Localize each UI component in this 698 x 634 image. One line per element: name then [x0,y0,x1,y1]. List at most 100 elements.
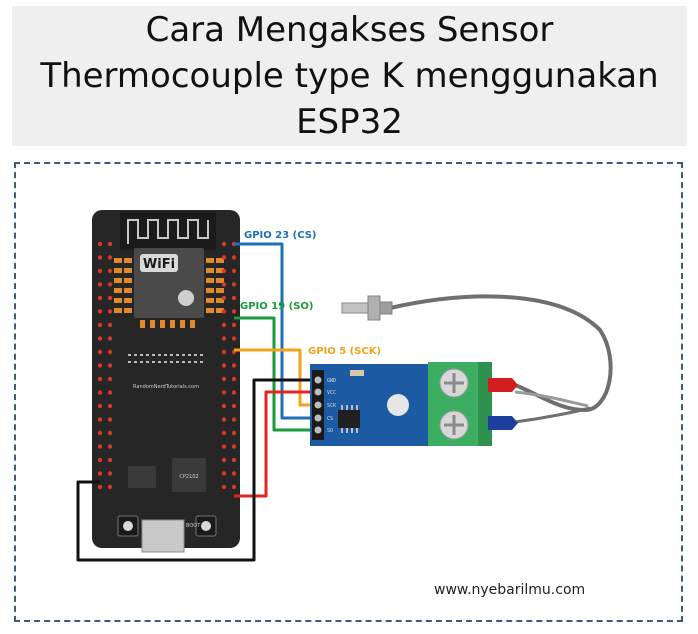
header-pin [97,241,103,247]
header-pin [231,295,237,301]
module-pads [114,258,224,328]
header-pin [221,430,227,436]
header-pin [221,255,227,260]
gpio23-label: GPIO 23 (CS) [244,230,317,241]
gpio5-label: GPIO 5 (SCK) [308,346,381,357]
header-pin [221,417,227,422]
header-pin [221,241,227,247]
boot-label: BOOT [186,523,201,529]
header-pin [107,336,113,341]
title-banner: Cara Mengakses Sensor Thermocouple type … [12,6,687,146]
module-pin-vcc: VCC [327,390,336,396]
header-pin [221,444,227,449]
header-pin [97,322,103,328]
wires [76,242,318,562]
header-pin [231,255,237,260]
header-pin [231,430,237,436]
header-pin [107,471,113,476]
blue-lead [488,416,518,430]
header-pin [107,457,113,463]
gpio19-label: GPIO 19 (SO) [240,301,313,312]
title-line-2: Thermocouple type K menggunakan [40,56,659,96]
header-pin [107,430,113,436]
maker-label: RandomNerdTutorials.com [133,384,199,390]
header-pin [221,484,227,490]
header-pin [107,309,113,314]
header-pin [221,390,227,395]
header-pin [97,309,103,314]
header-pin [97,349,103,355]
website-url: www.nyebarilmu.com [434,582,586,598]
header-pin [221,403,227,409]
wifi-logo [140,254,178,272]
header-pin [97,471,103,476]
left-pin-header [97,241,113,490]
header-pin [107,268,113,274]
header-pin [221,322,227,328]
header-pin [231,457,237,463]
usb-connector [141,519,185,553]
header-pin [97,430,103,436]
header-pin [221,309,227,314]
header-pin [97,390,103,395]
gnd-wire [76,378,318,562]
header-pin [97,363,103,368]
wifi-label: WiFi [143,257,175,272]
so-wire [234,316,318,432]
header-pin [107,241,113,247]
header-pin [107,295,113,301]
header-pin [107,390,113,395]
header-pin [231,484,237,490]
max6675-chip [338,410,360,428]
header-pin [97,457,103,463]
header-pin [107,484,113,490]
header-pin [97,295,103,301]
header-pin [107,282,113,287]
thermocouple-probe [341,294,613,430]
sck-wire [234,348,318,407]
header-pin [107,403,113,409]
header-pin [221,457,227,463]
module-pin-so: SO [327,428,333,434]
header-pin [231,322,237,328]
header-pin [231,376,237,382]
esp32-board: WiFi RandomNerdTutorials.com CP2102 [92,210,240,553]
header-pin [107,376,113,382]
header-pin [221,295,227,301]
cp2102-chip [172,458,206,492]
module-pin-sck: SCK [327,403,336,409]
diagram-frame [14,162,683,622]
header-pin [97,444,103,449]
header-pin [107,417,113,422]
red-lead [488,378,518,392]
header-pin [221,349,227,355]
header-pin [97,376,103,382]
header-pin [107,322,113,328]
header-pin [231,417,237,422]
header-pin [231,363,237,368]
header-pin [107,349,113,355]
module-pin-gnd: GND [327,378,336,384]
header-pin [107,444,113,449]
header-pin [221,376,227,382]
header-pin [221,268,227,274]
title-line-3: ESP32 [296,102,403,142]
header-pin [221,363,227,368]
header-pin [231,444,237,449]
header-pin [231,336,237,341]
header-pin [97,255,103,260]
header-pin [97,336,103,341]
header-pin [107,363,113,368]
header-pin [231,471,237,476]
vcc-wire [234,390,318,498]
header-pin [97,417,103,422]
header-pin [107,255,113,260]
header-pin [97,268,103,274]
header-pin [97,282,103,287]
header-pin [97,484,103,490]
max6675-module: GND VCC SCK CS SO [310,362,492,446]
header-pin [97,403,103,409]
module-pin-cs: CS [327,416,333,422]
header-pin [221,282,227,287]
